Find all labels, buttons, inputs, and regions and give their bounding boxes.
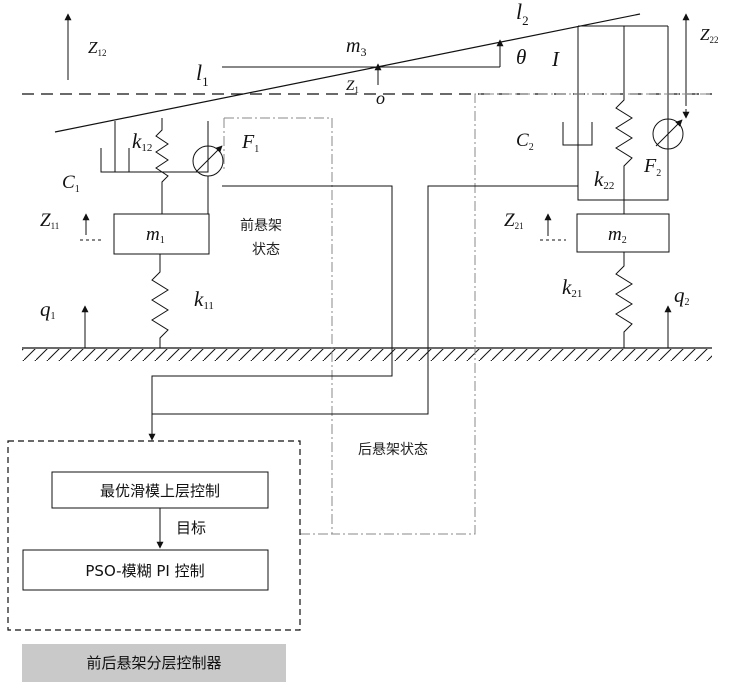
ground-hatch <box>22 349 712 361</box>
c1-label: C1 <box>62 172 80 195</box>
f1-label: F1 <box>241 131 259 155</box>
theta-label: θ <box>516 45 526 69</box>
target-label: 目标 <box>176 519 206 537</box>
origin-label: o <box>376 88 385 108</box>
l2-label: l2 <box>516 0 529 28</box>
zc-label: Z1 <box>346 78 359 95</box>
inertia-label: I <box>551 47 560 71</box>
lower-control-label: PSO-模糊 PI 控制 <box>85 562 204 580</box>
l1-label: l1 <box>196 60 209 89</box>
rear-spring-k22 <box>616 26 632 214</box>
upper-control-label: 最优滑模上层控制 <box>100 482 220 500</box>
k21-label: k21 <box>562 275 582 300</box>
rear-actuator-arrow <box>656 120 682 146</box>
rear-state-label: 后悬架状态 <box>358 442 428 458</box>
vehicle-body-bar <box>55 14 640 132</box>
z22-label: Z22 <box>700 25 718 45</box>
rear-spring-k21 <box>616 252 632 348</box>
k12-label: k12 <box>132 129 152 154</box>
front-state-region <box>224 94 712 534</box>
controller-title-label: 前后悬架分层控制器 <box>86 654 221 672</box>
k22-label: k22 <box>594 167 614 192</box>
front-mass-m1 <box>114 214 209 254</box>
c2-label: C2 <box>516 130 534 153</box>
front-spring-k11 <box>152 254 168 348</box>
front-actuator-arrow <box>196 146 222 172</box>
m1-label: m1 <box>146 224 165 246</box>
rear-mass-m2 <box>577 214 669 252</box>
front-state-label-2: 状态 <box>252 242 280 258</box>
z12-label: Z12 <box>88 38 106 58</box>
z11-label: Z11 <box>40 210 59 231</box>
q1-label: q1 <box>40 297 56 322</box>
m2-label: m2 <box>608 224 627 246</box>
controller-box <box>8 441 300 630</box>
z21-label: Z21 <box>504 210 524 231</box>
f2-label: F2 <box>643 155 661 179</box>
q2-label: q2 <box>674 283 690 308</box>
k11-label: k11 <box>194 287 214 312</box>
front-state-label-1: 前悬架 <box>240 217 282 234</box>
m3-label: m3 <box>346 35 366 59</box>
front-spring-k12 <box>156 118 168 214</box>
